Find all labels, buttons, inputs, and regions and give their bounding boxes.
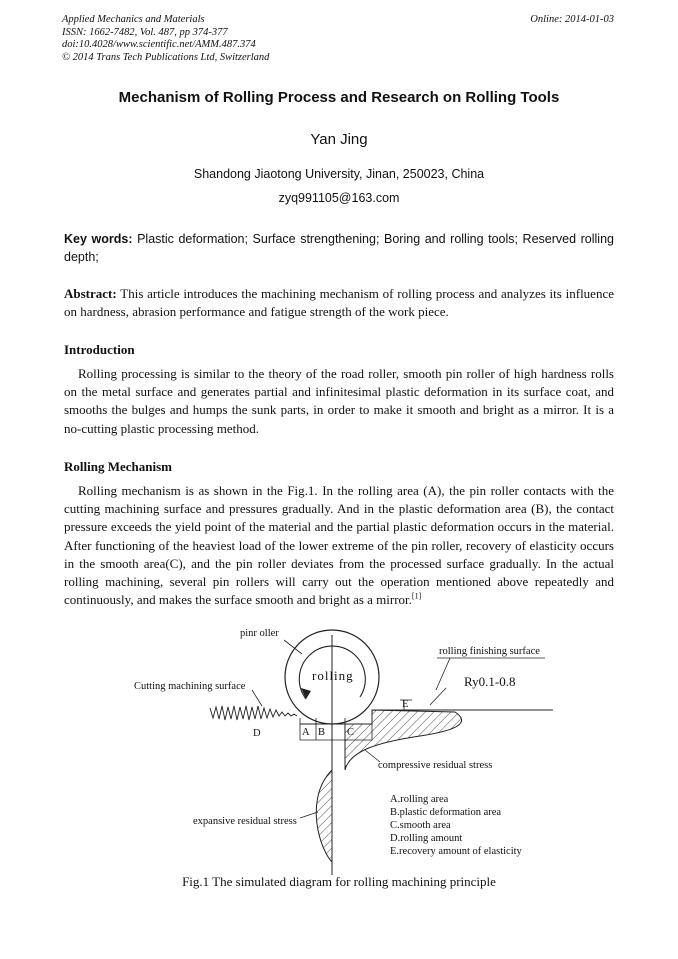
intro-heading: Introduction xyxy=(64,342,135,357)
paper-title: Mechanism of Rolling Process and Researc… xyxy=(118,89,560,106)
rotation-arrowhead xyxy=(301,688,311,699)
cutting-surface-label: Cutting machining surface xyxy=(134,681,246,692)
keywords-text: Plastic deformation; Surface strengtheni… xyxy=(64,232,614,264)
d-label: D xyxy=(253,728,261,739)
online-date: Online: 2014-01-03 xyxy=(530,14,614,25)
legend-item: C.smooth area xyxy=(390,820,451,831)
c-label: C xyxy=(347,727,354,738)
legend-item: D.rolling amount xyxy=(390,833,462,844)
legend-item: A.rolling area xyxy=(390,794,449,805)
b-label: B xyxy=(318,727,325,738)
journal-name: Applied Mechanics and Materials xyxy=(62,14,205,25)
mechanism-paragraph: Rolling mechanism is as shown in the Fig… xyxy=(64,482,614,609)
compressive-leader xyxy=(364,749,381,763)
figure-caption: Fig.1 The simulated diagram for rolling … xyxy=(182,874,496,889)
author-affiliation: Shandong Jiaotong University, Jinan, 250… xyxy=(193,167,485,181)
legend-item: B.plastic deformation area xyxy=(390,807,501,818)
abstract-paragraph: Abstract: This article introduces the ma… xyxy=(64,285,614,321)
issn-line: ISSN: 1662-7482, Vol. 487, pp 374-377 xyxy=(62,26,228,38)
mechanism-heading: Rolling Mechanism xyxy=(64,459,172,474)
finishing-leader xyxy=(435,657,451,691)
copyright-line: © 2014 Trans Tech Publications Ltd, Swit… xyxy=(62,51,270,63)
finishing-surface-label: rolling finishing surface xyxy=(439,646,540,657)
pin-roller-label: pinr oller xyxy=(240,628,279,639)
expansive-label: expansive residual stress xyxy=(193,816,297,827)
compressive-label: compressive residual stress xyxy=(378,760,492,771)
cutting-surface-wave xyxy=(209,705,298,721)
a-label: A xyxy=(302,727,310,738)
compressive-stress-region xyxy=(344,709,462,771)
abstract-label: Abstract: xyxy=(64,286,117,301)
intro-paragraph: Rolling processing is similar to the the… xyxy=(64,366,614,436)
cutting-surface-leader xyxy=(251,689,263,707)
abstract-text: This article introduces the machining me… xyxy=(64,286,614,319)
rotation-arrow xyxy=(298,645,366,700)
ry-leader xyxy=(429,687,447,706)
expansive-leader xyxy=(299,811,319,819)
doi-line: doi:10.4028/www.scientific.net/AMM.487.3… xyxy=(62,39,256,50)
e-label: E xyxy=(402,699,408,710)
pin-roller-leader xyxy=(283,639,303,655)
author-email: zyq991105@163.com xyxy=(278,191,400,205)
journal-header: Applied Mechanics and Materials ISSN: 16… xyxy=(62,14,269,64)
mechanism-text: Rolling mechanism is as shown in the Fig… xyxy=(64,483,614,608)
rolling-label: rolling xyxy=(312,668,354,683)
paper-author: Yan Jing xyxy=(310,131,368,148)
legend-item: E.recovery amount of elasticity xyxy=(390,846,523,857)
expansive-stress-region xyxy=(315,768,333,864)
ry-label: Ry0.1-0.8 xyxy=(464,674,515,689)
reference-marker: [1] xyxy=(411,591,422,601)
keywords-paragraph: Key words: Plastic deformation; Surface … xyxy=(64,230,614,266)
keywords-label: Key words: xyxy=(64,232,133,246)
